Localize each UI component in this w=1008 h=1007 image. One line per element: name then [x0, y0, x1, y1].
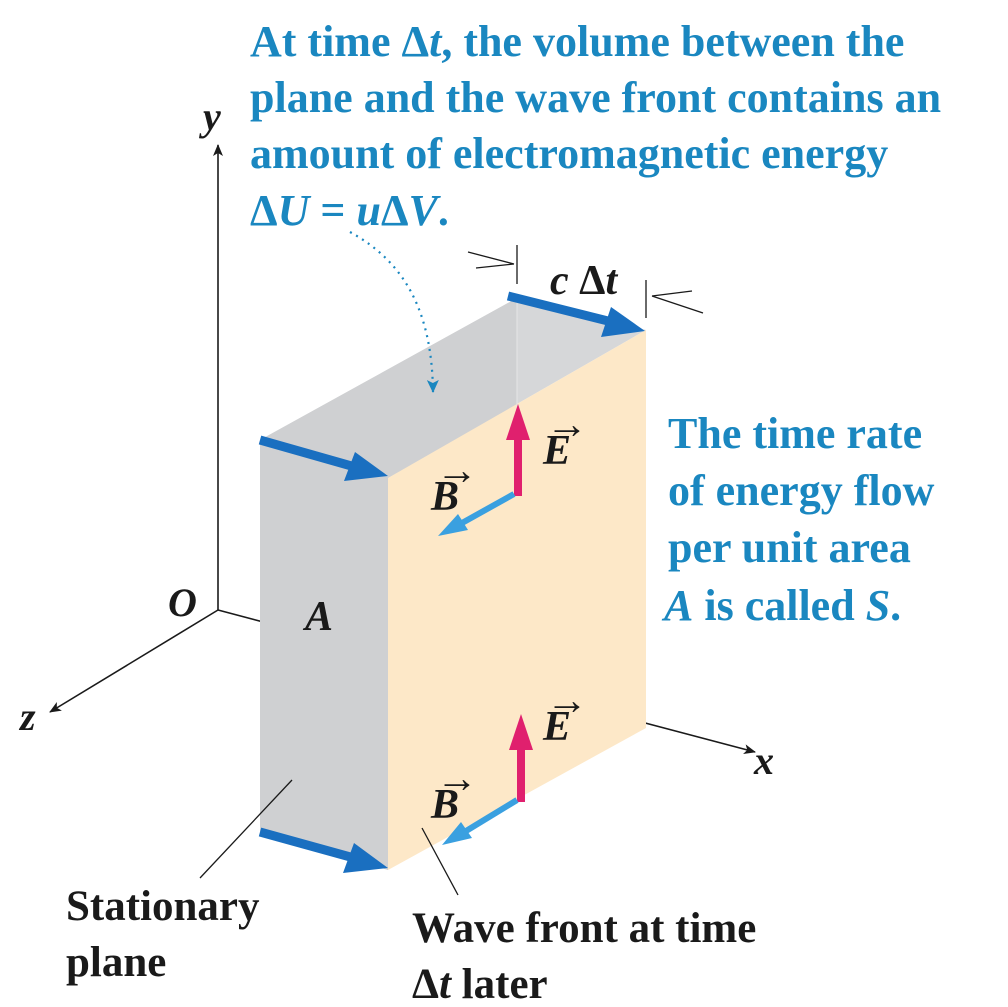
origin-label: O — [168, 580, 197, 625]
stationary-leader — [199, 779, 293, 879]
svg-text:B: B — [430, 782, 459, 828]
wavefront-leader — [421, 827, 459, 896]
svg-text:Wave front at time: Wave front at time — [412, 905, 756, 952]
stationary-plane-label: Stationary plane — [66, 883, 260, 986]
wave-front-face — [388, 330, 646, 870]
b-field-arrow-upper — [438, 491, 516, 536]
e-label-upper: → E — [542, 402, 588, 474]
b-label-upper: → B — [430, 448, 478, 520]
svg-text:amount of electromagnetic ener: amount of electromagnetic energy — [250, 129, 888, 178]
svg-text:The time rate: The time rate — [668, 409, 922, 458]
svg-text:→: → — [436, 448, 478, 494]
top-caption: At time Δt, the volume between the plane… — [250, 17, 941, 235]
svg-text:E: E — [542, 428, 571, 474]
dimension-marks — [467, 245, 704, 318]
propagation-arrow-top-right — [506, 291, 645, 337]
svg-text:per unit area: per unit area — [668, 523, 911, 572]
svg-text:Stationary: Stationary — [66, 883, 260, 930]
b-label-lower: → B — [430, 756, 478, 828]
svg-text:plane: plane — [66, 939, 166, 986]
svg-text:plane and the wave front conta: plane and the wave front contains an — [250, 73, 941, 122]
dotted-pointer — [349, 231, 439, 393]
svg-text:→: → — [436, 756, 478, 802]
svg-text:B: B — [430, 474, 459, 520]
propagation-arrow-top-left — [258, 435, 388, 481]
propagation-arrow-bottom — [258, 827, 388, 873]
e-label-lower: → E — [542, 678, 588, 750]
svg-text:of energy flow: of energy flow — [668, 466, 935, 515]
svg-text:→: → — [546, 678, 588, 724]
b-field-arrow-lower — [442, 797, 519, 845]
svg-text:→: → — [546, 402, 588, 448]
area-label: A — [302, 594, 333, 640]
wave-front-label: Wave front at time Δt later — [412, 905, 756, 1007]
y-axis-label: y — [199, 94, 221, 139]
svg-text:Δt later: Δt later — [412, 961, 548, 1007]
svg-text:ΔU = uΔV.: ΔU = uΔV. — [250, 186, 449, 235]
right-caption: The time rate of energy flow per unit ar… — [661, 409, 935, 630]
c-delta-t-label: c Δt — [550, 258, 619, 304]
svg-text:At time Δt, the volume between: At time Δt, the volume between the — [250, 17, 904, 66]
svg-text:A is called S.: A is called S. — [661, 581, 901, 630]
x-axis-label: x — [753, 738, 774, 783]
e-field-arrow-upper — [506, 404, 530, 496]
e-field-arrow-lower — [509, 714, 533, 802]
z-axis-label: z — [18, 694, 36, 739]
svg-text:E: E — [542, 704, 571, 750]
z-axis — [49, 609, 219, 713]
